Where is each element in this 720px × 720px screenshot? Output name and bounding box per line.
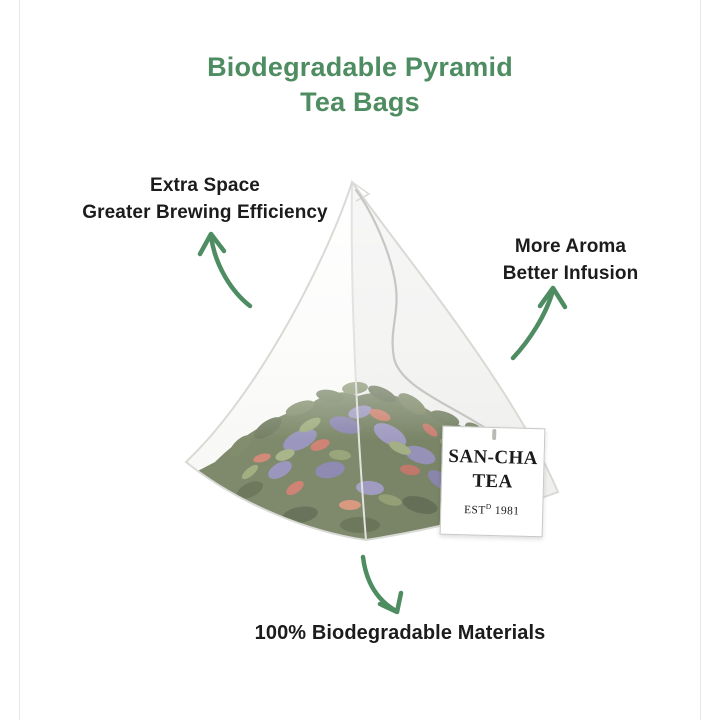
callout-biodegradable: 100% Biodegradable Materials bbox=[80, 620, 720, 647]
brand-tag: SAN-CHA TEA ESTD 1981 bbox=[439, 425, 546, 538]
tag-est-prefix: EST bbox=[463, 504, 486, 517]
page-edge-left bbox=[19, 0, 20, 720]
tag-est-sup: D bbox=[485, 501, 492, 511]
bottom-curved-arrow-icon bbox=[360, 554, 404, 615]
tag-brand-line2: TEA bbox=[472, 470, 513, 493]
page-title-line2: Tea Bags bbox=[300, 87, 420, 117]
callout-left-line2: Greater Brewing Efficiency bbox=[82, 202, 328, 223]
page-edge-right bbox=[700, 0, 701, 720]
tag-est-year: 1981 bbox=[494, 504, 520, 518]
callout-more-aroma: More Aroma Better Infusion bbox=[468, 233, 673, 287]
page-title-line1: Biodegradable Pyramid bbox=[207, 52, 513, 82]
page-title: Biodegradable Pyramid Tea Bags bbox=[0, 50, 720, 120]
bag-string bbox=[354, 188, 493, 434]
tag-established-line: ESTD 1981 bbox=[441, 501, 542, 518]
left-curved-arrow-icon bbox=[197, 231, 253, 309]
callout-extra-space: Extra Space Greater Brewing Efficiency bbox=[55, 172, 355, 226]
callout-right-line2: Better Infusion bbox=[502, 263, 639, 284]
tag-brand-line1: SAN-CHA bbox=[448, 445, 539, 470]
callout-bottom-label: 100% Biodegradable Materials bbox=[254, 622, 546, 644]
right-curved-arrow-icon bbox=[510, 285, 568, 361]
callout-left-line1: Extra Space bbox=[150, 175, 260, 196]
tag-hook bbox=[491, 428, 496, 441]
callout-right-line1: More Aroma bbox=[514, 236, 627, 257]
